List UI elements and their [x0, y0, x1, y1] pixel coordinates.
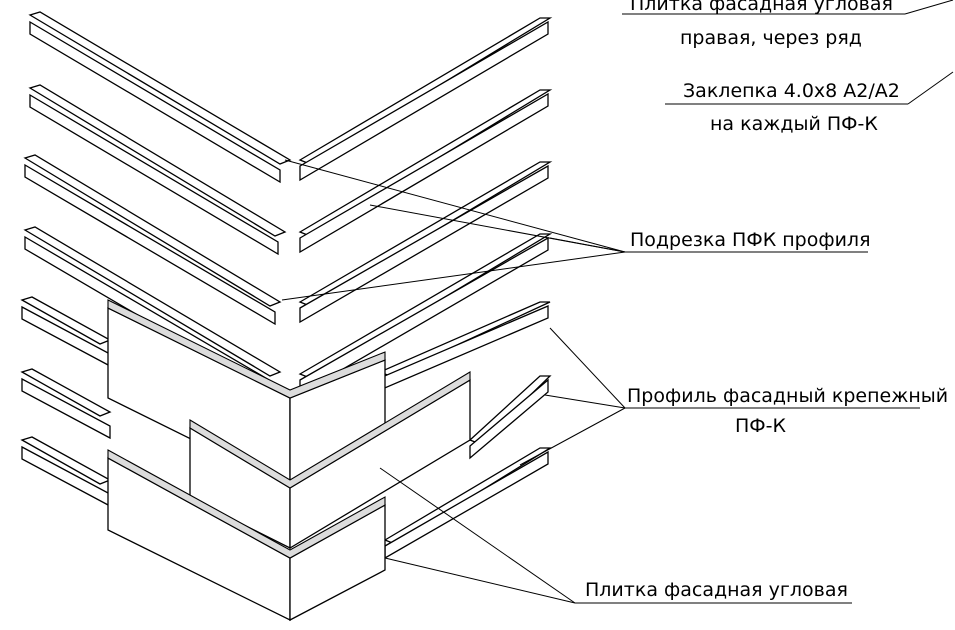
- profile-row-7: [20, 436, 553, 560]
- callouts: Плитка фасадная угловая правая, через ря…: [585, 0, 948, 601]
- label-profile-cut: Подрезка ПФК профиля: [630, 229, 871, 251]
- label-corner-tile-right-note: правая, через ряд: [680, 27, 862, 49]
- profile-row-2: [28, 84, 553, 256]
- facade-tiles: [107, 299, 471, 622]
- profile-row-3: [23, 154, 553, 326]
- label-rivet: Заклепка 4.0x8 А2/А2: [683, 80, 900, 102]
- label-profile-code: ПФ-К: [735, 415, 786, 437]
- profile-row-5: [20, 296, 551, 391]
- profile-row-4: [23, 226, 553, 398]
- tile-bottom: [107, 449, 386, 622]
- label-corner-tile: Плитка фасадная угловая: [585, 579, 848, 601]
- profile-row-1: [28, 11, 553, 184]
- label-profile: Профиль фасадный крепежный: [627, 385, 948, 407]
- profile-rows: [20, 11, 553, 560]
- label-corner-tile-right: Плитка фасадная угловая: [630, 0, 893, 15]
- leader-lines: [281, 0, 954, 604]
- tile-middle: [189, 371, 471, 550]
- label-rivet-note: на каждый ПФ-К: [710, 113, 878, 135]
- profile-row-6: [20, 368, 552, 460]
